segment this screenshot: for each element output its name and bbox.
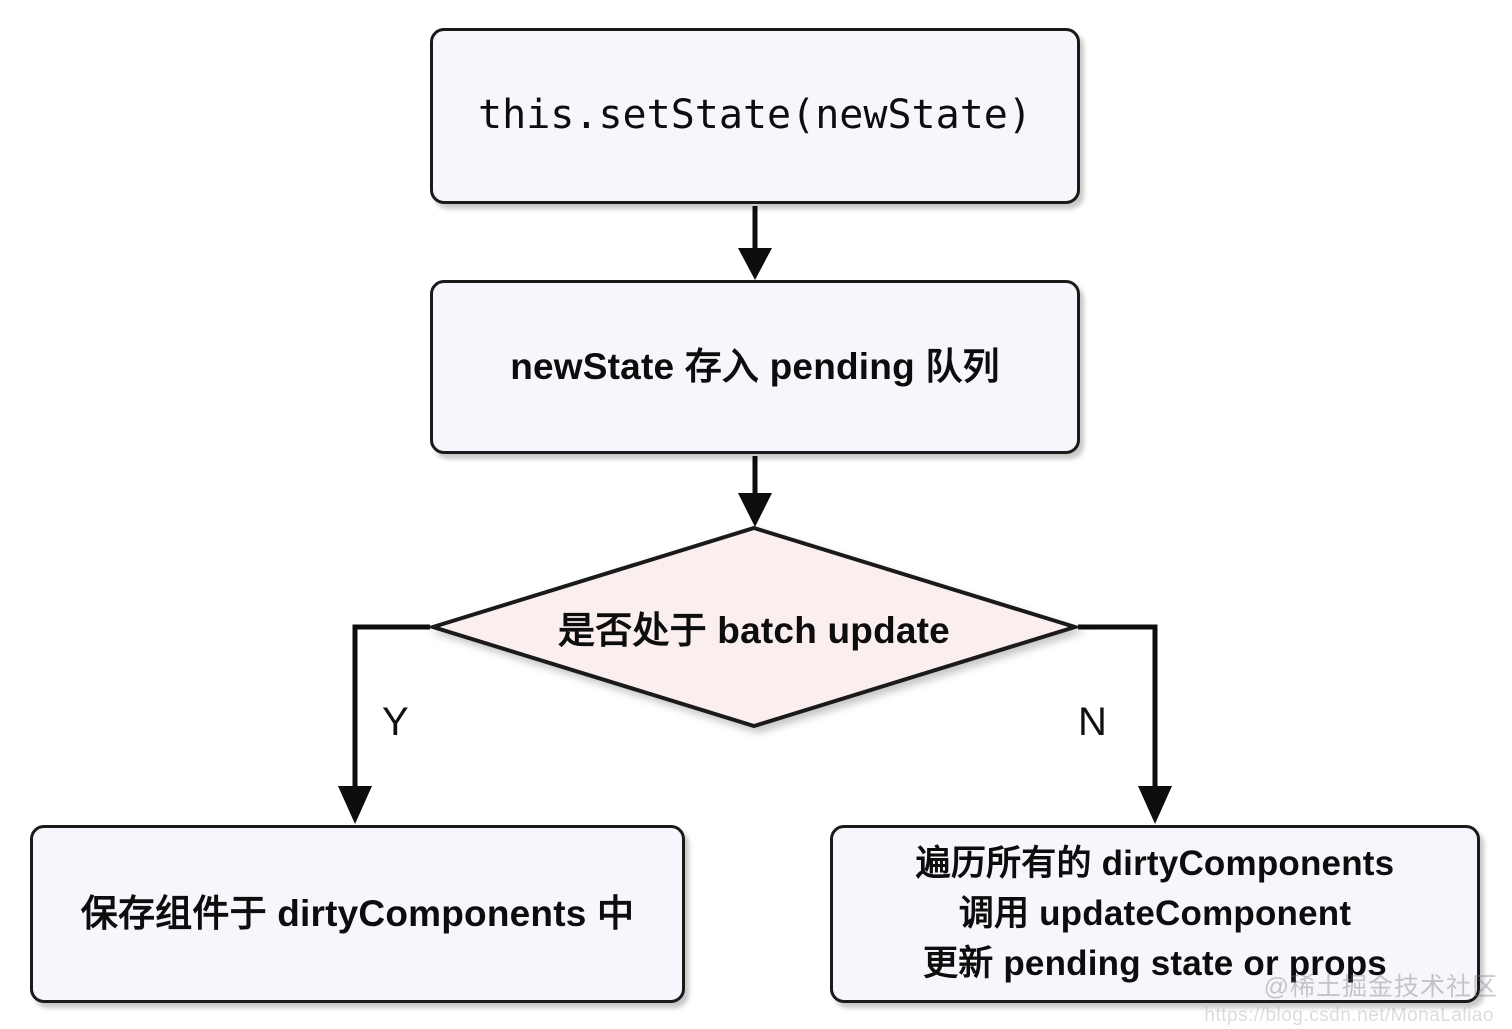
node-save-dirty-components[interactable]: 保存组件于 dirtyComponents 中: [30, 825, 685, 1003]
node-pending-queue-label: newState 存入 pending 队列: [510, 346, 1000, 388]
watermark-text: @稀土掘金技术社区: [1263, 973, 1498, 1001]
branch-label-yes: Y: [382, 700, 409, 744]
edge-start-to-pending: [738, 206, 772, 280]
edge-pending-to-decision: [738, 456, 772, 527]
branch-label-no: N: [1078, 700, 1107, 744]
node-batch-update-decision[interactable]: 是否处于 batch update: [426, 525, 1082, 729]
diamond-shape: [426, 525, 1082, 729]
node-update-components-label: 遍历所有的 dirtyComponents 调用 updateComponent…: [915, 844, 1395, 983]
node-set-state-label: this.setState(newState): [478, 92, 1032, 139]
watermark-url: https://blog.csdn.net/MonaLaliao: [1204, 1005, 1494, 1026]
node-batch-update-decision-label: 是否处于 batch update: [558, 610, 950, 651]
node-pending-queue[interactable]: newState 存入 pending 队列: [430, 280, 1080, 454]
node-save-dirty-components-label: 保存组件于 dirtyComponents 中: [80, 893, 635, 935]
node-update-components[interactable]: 遍历所有的 dirtyComponents 调用 updateComponent…: [830, 825, 1480, 1003]
node-set-state[interactable]: this.setState(newState): [430, 28, 1080, 204]
